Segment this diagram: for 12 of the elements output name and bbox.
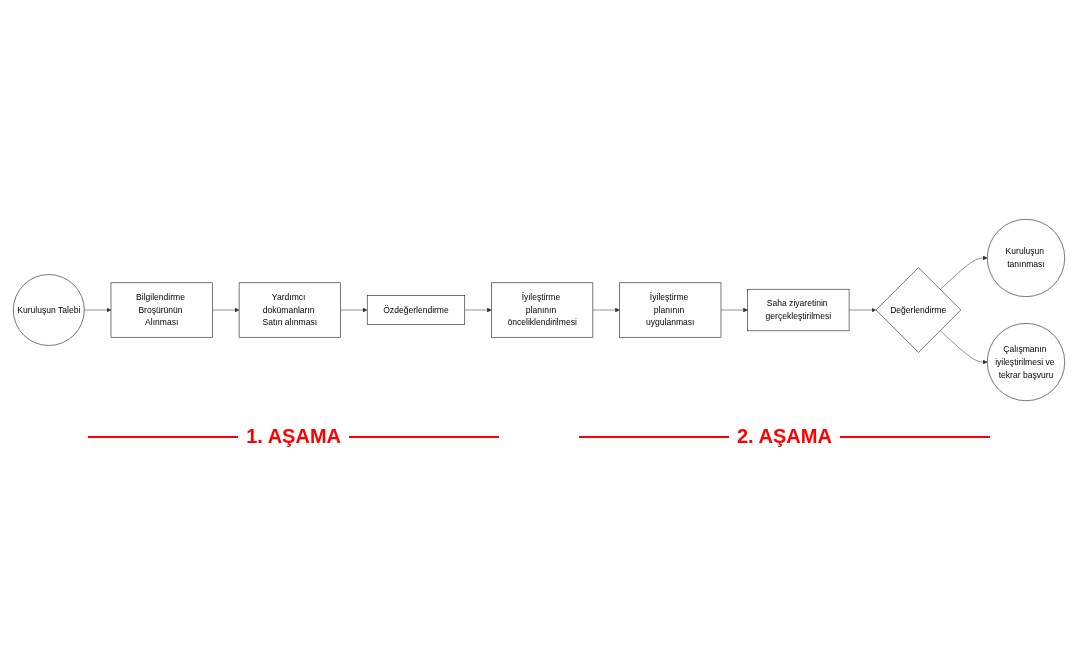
stage-label: 2. AŞAMA xyxy=(737,425,832,448)
node-circle: Kuruluşun Talebi xyxy=(13,274,85,346)
node-diamond: Değerlendirme xyxy=(875,267,962,353)
node-box: Özdeğerlendirme xyxy=(366,295,465,325)
node-box: İyileştirme planının önceliklendirilmesi xyxy=(491,282,594,338)
node-box: İyileştirme planının uygulanması xyxy=(619,282,722,338)
node-circle: Çalışmanın iyileştirilmesi ve tekrar başvuru xyxy=(987,323,1065,401)
node-box: Bilgilendirme Broşürünün Alınması xyxy=(110,282,213,338)
stage-label: 1. AŞAMA xyxy=(246,425,341,448)
node-circle: Kuruluşun tanınması xyxy=(987,219,1065,297)
node-box: Yardımcı dokümanların Satın alınması xyxy=(238,282,341,338)
node-box: Saha ziyaretinin gerçekleştirilmesi xyxy=(747,288,850,332)
